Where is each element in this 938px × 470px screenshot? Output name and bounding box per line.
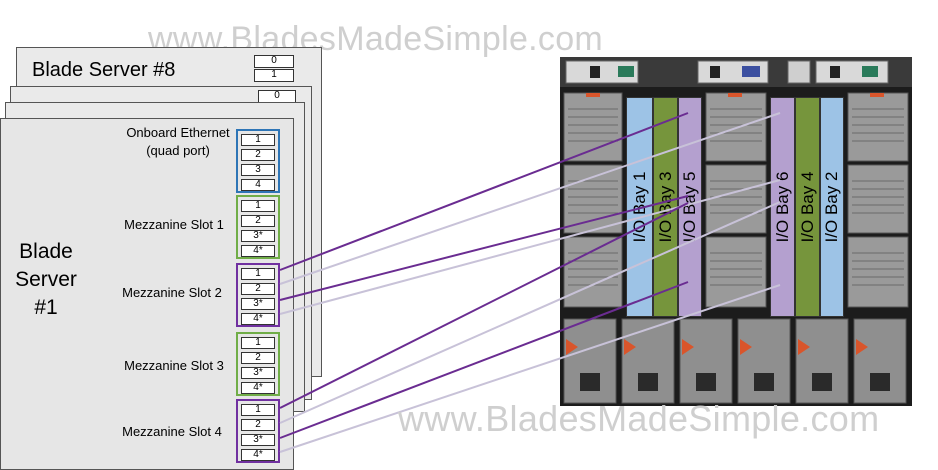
blade-server-1-label: Blade Server #1 [4,238,88,322]
mezzanine-slot-1-label: Mezzanine Slot 1 [124,217,224,232]
wire-mezz4-port2 [279,201,781,424]
server-label-line2: Server [15,268,77,291]
mezz2-port-3: 3* [241,298,275,310]
network-port-icon-2 [710,66,720,78]
onboard-port-4: 4 [241,179,275,191]
mezz3-port-4: 4* [241,382,275,394]
psu-socket-6 [870,373,890,391]
blade-server-8-title: Blade Server #8 [32,59,176,81]
onboard-ethernet-label-line1: Onboard Ethernet [126,125,230,140]
mezzanine-slot-3-label: Mezzanine Slot 3 [124,358,224,373]
wire-mezz2-port1 [279,112,689,271]
vga-port-icon [742,66,760,77]
mezz3-port-2: 2 [241,352,275,364]
mezzanine-slot-4-ports: 1 2 3* 4* [236,399,280,463]
mezzanine-slot-3-ports: 1 2 3* 4* [236,332,280,396]
wire-mezz2-port3 [279,195,689,301]
fan-module-7 [847,92,909,162]
wire-mezz2-port4 [279,179,781,315]
mezz1-port-2: 2 [241,215,275,227]
fan-module-8 [847,164,909,234]
mezz3-port-3: 3* [241,367,275,379]
mezzanine-slot-2-ports: 1 2 3* 4* [236,263,280,327]
serial-port-icon-2 [862,66,878,77]
fan-latch-3 [870,93,884,97]
mezz4-port-3: 3* [241,434,275,446]
io-bay-3: I/O Bay 3 [653,97,678,317]
fan-module-3 [563,236,623,308]
server8-port-0: 0 [254,55,294,68]
psu-socket-3 [696,373,716,391]
onboard-ethernet-label-line2: (quad port) [146,143,210,158]
io-bay-4: I/O Bay 4 [795,97,820,317]
mezz1-port-4: 4* [241,245,275,257]
mezzanine-slot-1-ports: 1 2 3* 4* [236,195,280,259]
fan-module-6 [705,236,767,308]
psu-socket-5 [812,373,832,391]
mezz2-port-1: 1 [241,268,275,280]
fan-module-9 [847,236,909,308]
mezz4-port-1: 1 [241,404,275,416]
wire-mezz2-port2 [279,112,781,285]
psu-socket-1 [580,373,600,391]
io-bay-2: I/O Bay 2 [820,97,844,317]
watermark-bottom: www.BladesMadeSimple.com [398,398,880,439]
mezzanine-slot-4-label: Mezzanine Slot 4 [122,424,222,439]
wire-mezz4-port1 [279,202,689,409]
mezz4-port-4: 4* [241,449,275,461]
mezzanine-slot-2-label: Mezzanine Slot 2 [122,285,222,300]
wire-mezz4-port4 [279,284,781,453]
fan-latch-2 [728,93,742,97]
psu-socket-2 [638,373,658,391]
onboard-port-2: 2 [241,149,275,161]
onboard-port-1: 1 [241,134,275,146]
onboard-port-3: 3 [241,164,275,176]
mezz3-port-1: 1 [241,337,275,349]
mezz4-port-2: 2 [241,419,275,431]
wire-mezz4-port3 [279,281,689,439]
usb-ports [787,60,811,84]
serial-port-icon [618,66,634,77]
mezz2-port-2: 2 [241,283,275,295]
blade-chassis-rear [560,57,912,406]
mezz2-port-4: 4* [241,313,275,325]
network-port-icon [590,66,600,78]
fan-latch-1 [586,93,600,97]
server-label-line1: Blade [19,240,73,263]
onboard-ethernet-label: Onboard Ethernet (quad port) [96,124,260,160]
mezz1-port-3: 3* [241,230,275,242]
server8-port-1: 1 [254,69,294,82]
network-port-icon-3 [830,66,840,78]
psu-socket-4 [754,373,774,391]
onboard-ethernet-ports: 1 2 3 4 [236,129,280,193]
server-label-line3: #1 [34,296,58,319]
mezz1-port-1: 1 [241,200,275,212]
